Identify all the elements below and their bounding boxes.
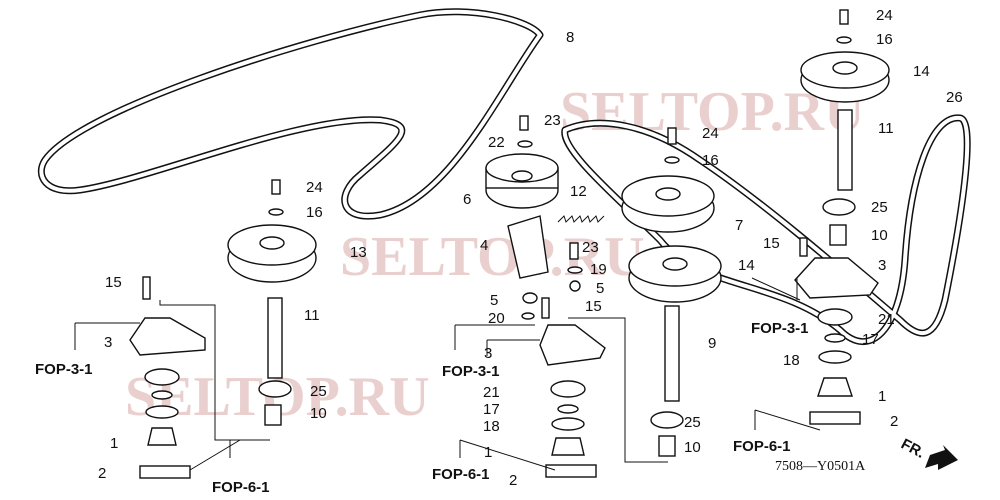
shaft-11-left bbox=[267, 297, 283, 379]
belt-8 bbox=[37, 8, 544, 220]
callout: 26 bbox=[946, 89, 963, 106]
pulley-14-right bbox=[800, 51, 890, 103]
callout: 4 bbox=[480, 237, 488, 254]
callout: 12 bbox=[570, 183, 587, 200]
idler-pulley-6 bbox=[485, 153, 559, 209]
bearing-stack-left bbox=[139, 368, 191, 479]
callout: 16 bbox=[702, 152, 719, 169]
front-arrow: FR. bbox=[898, 436, 958, 470]
ref-fop-6-1-left: FOP-6-1 bbox=[212, 479, 270, 496]
callout: 6 bbox=[463, 191, 471, 208]
callout: 18 bbox=[483, 418, 500, 435]
callout: 1 bbox=[484, 444, 492, 461]
callout: 8 bbox=[566, 29, 574, 46]
housing-3-center bbox=[539, 324, 606, 366]
callout: 1 bbox=[878, 388, 886, 405]
callout: 14 bbox=[913, 63, 930, 80]
callout: 5 bbox=[596, 280, 604, 297]
callout: 25 bbox=[684, 414, 701, 431]
pulley-7 bbox=[621, 175, 715, 233]
callout: 21 bbox=[878, 311, 895, 328]
shaft-9 bbox=[664, 305, 680, 402]
callout: 3 bbox=[104, 334, 112, 351]
callout: 11 bbox=[878, 120, 894, 137]
callout: 23 bbox=[544, 112, 561, 129]
callout: 24 bbox=[876, 7, 893, 24]
callout: 19 bbox=[590, 261, 607, 278]
leader-lines bbox=[74, 277, 821, 471]
callouts: 8 24 16 14 26 11 23 24 22 16 12 6 25 7 1… bbox=[98, 7, 963, 489]
callout: 16 bbox=[306, 204, 323, 221]
callout: 5 bbox=[490, 292, 498, 309]
spring-12 bbox=[557, 215, 605, 223]
callout: 10 bbox=[684, 439, 701, 456]
ref-fop-6-1-right: FOP-6-1 bbox=[733, 438, 791, 455]
callout: 15 bbox=[763, 235, 780, 252]
callout: 24 bbox=[306, 179, 323, 196]
callout: 3 bbox=[484, 345, 492, 362]
shaft-11-right bbox=[837, 109, 853, 191]
svg-text:SELTOP.RU: SELTOP.RU bbox=[340, 226, 645, 288]
callout: 14 bbox=[738, 257, 755, 274]
callout: 7 bbox=[735, 217, 743, 234]
callout: 2 bbox=[890, 413, 898, 430]
bearing-stack-center bbox=[545, 380, 597, 478]
housing-3-left bbox=[129, 317, 206, 356]
housing-3-right bbox=[794, 257, 879, 299]
callout: 11 bbox=[304, 307, 320, 324]
callout: 9 bbox=[708, 335, 716, 352]
bearing-stack-right bbox=[809, 308, 861, 425]
callout: 23 bbox=[582, 239, 599, 256]
callout: 20 bbox=[488, 310, 505, 327]
ref-fop-3-1-center: FOP-3-1 bbox=[442, 363, 500, 380]
callout: 25 bbox=[310, 383, 327, 400]
ref-fop-3-1-left: FOP-3-1 bbox=[35, 361, 93, 378]
ref-fop-3-1-right: FOP-3-1 bbox=[751, 320, 809, 337]
callout: 24 bbox=[702, 125, 719, 142]
bolts bbox=[142, 9, 852, 320]
callout: 10 bbox=[310, 405, 327, 422]
callout: 13 bbox=[350, 244, 367, 261]
bearing-25-center bbox=[650, 411, 684, 457]
callout: 21 bbox=[483, 384, 500, 401]
front-label: FR. bbox=[898, 436, 927, 462]
callout: 2 bbox=[509, 472, 517, 489]
ref-fop-6-1-center: FOP-6-1 bbox=[432, 466, 490, 483]
bearing-25-left bbox=[258, 380, 292, 426]
pulley-13 bbox=[227, 224, 317, 283]
callout: 3 bbox=[878, 257, 886, 274]
callout: 15 bbox=[105, 274, 122, 291]
bearing-25-right bbox=[822, 198, 856, 246]
pulley-14-center bbox=[628, 245, 722, 303]
callout: 18 bbox=[783, 352, 800, 369]
callout: 2 bbox=[98, 465, 106, 482]
callout: 25 bbox=[871, 199, 888, 216]
callout: 1 bbox=[110, 435, 118, 452]
callout: 15 bbox=[585, 298, 602, 315]
drawing-code: 7508—Y0501A bbox=[775, 459, 866, 474]
callout: 16 bbox=[876, 31, 893, 48]
callout: 17 bbox=[483, 401, 500, 418]
callout: 22 bbox=[488, 134, 505, 151]
tension-arm-4 bbox=[507, 215, 549, 279]
callout: 10 bbox=[871, 227, 888, 244]
callout: 17 bbox=[862, 331, 879, 348]
